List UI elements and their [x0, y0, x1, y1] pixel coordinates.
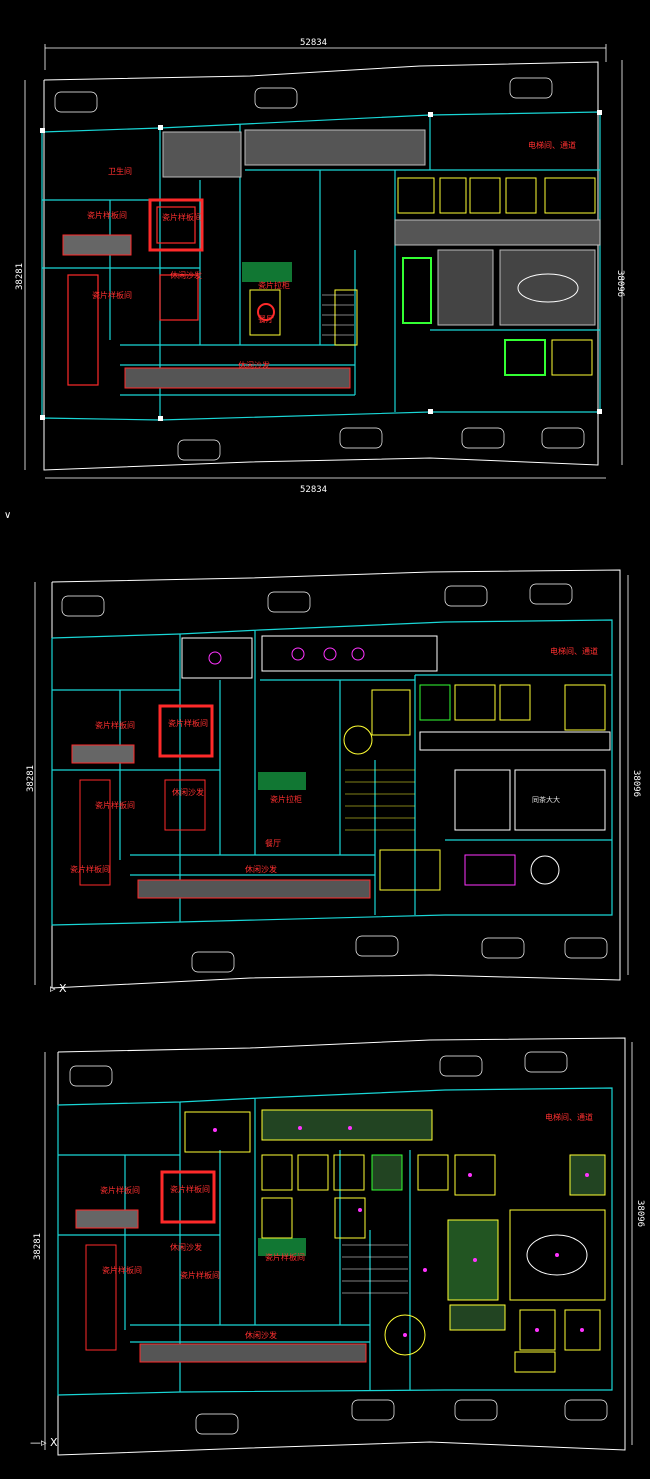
label-tile-room-b: 瓷片样板间 — [168, 718, 208, 728]
label-tile-cabinet: 瓷片拉柜 — [258, 280, 290, 290]
floor-plan-3-drawing: 38281 38096 — [33, 1037, 645, 1456]
parking-cars-top — [54, 77, 585, 461]
label-wc: 卫生间 — [108, 166, 132, 176]
label-sofa-b: 休闲沙发 — [245, 864, 277, 874]
stair — [345, 769, 415, 831]
hatched-counter-2 — [124, 367, 351, 389]
ceiling-lattice-top — [162, 129, 601, 326]
label-elevator: 电梯间、通道 — [528, 140, 576, 150]
label-sofa-a: 休闲沙发 — [170, 1242, 202, 1252]
label-tile-room-b: 瓷片样板间 — [162, 212, 202, 222]
axis-marker-v: ∨ — [4, 510, 12, 521]
feature-blocks — [71, 635, 611, 899]
floor-plan-2-drawing: 38281 38096 — [26, 569, 641, 989]
label-tile-room-c: 瓷片样板间 — [92, 290, 132, 300]
label-tile-room-a: 瓷片样板间 — [95, 720, 135, 730]
label-tile-room-b: 瓷片样板间 — [170, 1184, 210, 1194]
dim-left-label: 38281 — [26, 765, 36, 792]
axis-x-label: X — [50, 1436, 58, 1449]
stair — [342, 1244, 408, 1294]
label-tile-room-d: 瓷片样板间 — [180, 1270, 220, 1280]
label-elevator: 电梯间、通道 — [545, 1112, 593, 1122]
axis-x-label: X — [59, 982, 67, 995]
dim-left-label: 38281 — [33, 1233, 43, 1260]
label-tile-room-d: 瓷片样板间 — [70, 864, 110, 874]
axis-arrow-icon: ▹ — [50, 982, 56, 995]
label-elevator: 电梯间、通道 — [550, 646, 598, 656]
floor-plan-3: 38281 38096 — [0, 1030, 650, 1479]
label-restaurant: 餐厅 — [258, 315, 274, 324]
tile-rooms-red — [67, 198, 204, 386]
label-tile-room-a: 瓷片样板间 — [87, 210, 127, 220]
label-tile-cabinet: 瓷片拉柜 — [270, 794, 302, 804]
ceiling-features — [75, 1109, 606, 1373]
building-walls — [57, 1087, 613, 1396]
hatched-counter-1 — [62, 234, 132, 256]
label-tile-room-a: 瓷片样板间 — [100, 1185, 140, 1195]
label-tile-room-e: 瓷片样板间 — [265, 1252, 305, 1262]
label-restaurant: 餐厅 — [265, 839, 281, 848]
label-tile-room-c: 瓷片样板间 — [102, 1265, 142, 1275]
label-sofa-a: 休闲沙发 — [172, 787, 204, 797]
dim-bottom-label: 52834 — [300, 485, 327, 495]
label-sofa-b: 休闲沙发 — [245, 1330, 277, 1340]
axis-marker-xy-3: —▹ X — [30, 1436, 58, 1449]
floor-plan-1-drawing: 52834 52834 38281 38096 — [15, 38, 625, 495]
dim-right-label: 38096 — [615, 270, 625, 297]
label-sofa-a: 休闲沙发 — [170, 270, 202, 280]
label-tile-room-c: 瓷片样板间 — [95, 800, 135, 810]
parking-cars — [69, 1051, 608, 1435]
parking-cars — [61, 583, 608, 973]
axis-arrow-icon: —▹ — [30, 1436, 47, 1449]
floor-plan-1: 52834 52834 38281 38096 — [0, 0, 650, 500]
dim-right-label: 38096 — [635, 1200, 645, 1227]
dim-top-label: 52834 — [300, 38, 327, 48]
feature-blocks — [242, 177, 596, 376]
label-meeting: 同茶大大 — [532, 795, 560, 804]
dim-right-label: 38096 — [631, 770, 641, 797]
columns — [40, 110, 602, 421]
floor-plan-2: 38281 38096 — [0, 560, 650, 1000]
dim-left-label: 38281 — [15, 263, 25, 290]
building-walls — [51, 619, 613, 926]
axis-marker-xy-2: ▹ X — [50, 982, 67, 995]
stair — [322, 294, 354, 336]
label-sofa-b: 休闲沙发 — [238, 360, 270, 370]
